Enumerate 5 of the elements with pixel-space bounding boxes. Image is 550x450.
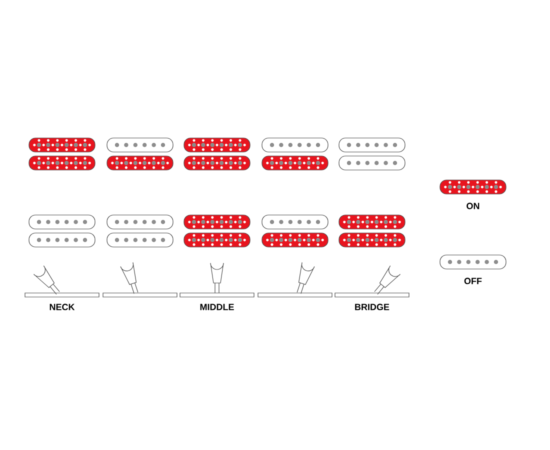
position-label: NECK [50,304,75,310]
position-label: MIDDLE [200,304,234,310]
legend-label: OFF [464,278,482,284]
legend-label: ON [466,202,480,210]
position-label: BRIDGE [355,304,390,310]
